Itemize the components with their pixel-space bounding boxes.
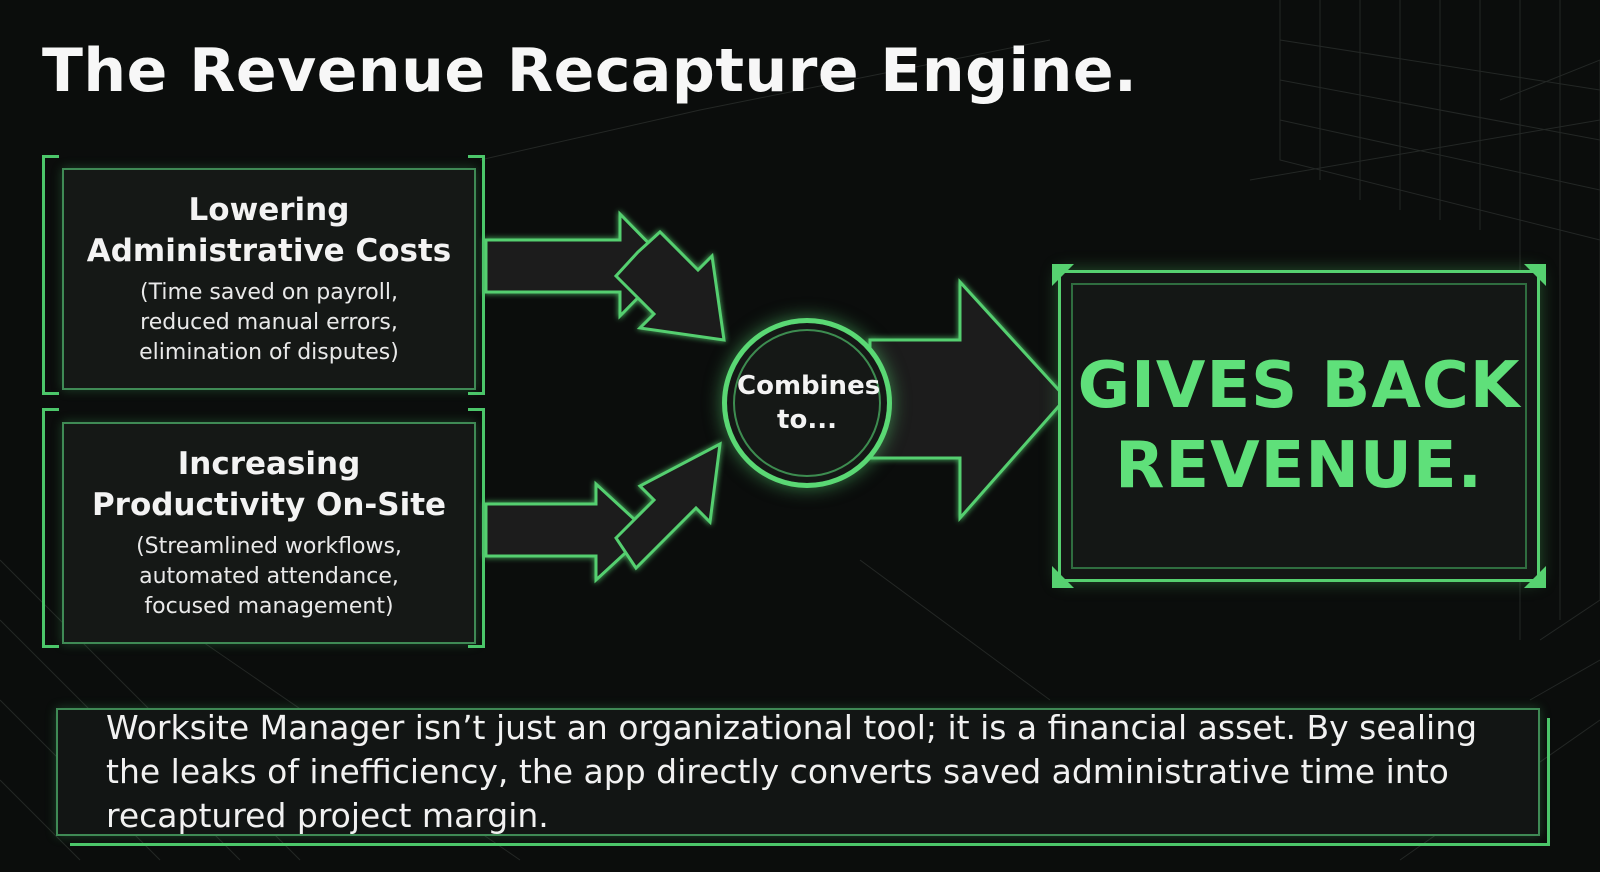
card-detail: (Time saved on payroll, reduced manual e…: [64, 278, 474, 368]
bracket-right-a: [468, 155, 485, 395]
result-label: GIVES BACK REVENUE.: [1078, 346, 1521, 506]
hub-label: Combines to...: [737, 369, 881, 437]
footer-accent-frame: [70, 718, 1550, 846]
heading-line: Increasing: [177, 446, 361, 482]
hub-line: Combines: [737, 371, 881, 401]
page-title: The Revenue Recapture Engine.: [42, 36, 1138, 106]
combine-hub: Combines to...: [722, 318, 892, 488]
card-heading: Lowering Administrative Costs: [64, 190, 474, 272]
heading-line: Lowering: [188, 192, 350, 228]
result-line: GIVES BACK: [1077, 349, 1521, 423]
summary-text: Worksite Manager isn’t just an organizat…: [106, 708, 1478, 835]
result-panel: GIVES BACK REVENUE.: [1058, 270, 1540, 582]
detail-line: (Streamlined workflows,: [136, 534, 402, 559]
detail-line: elimination of disputes): [139, 340, 399, 365]
bracket-right-b: [468, 408, 485, 648]
bracket-left-a: [42, 155, 59, 395]
arrow-main-icon: [868, 278, 1069, 522]
input-card-productivity: Increasing Productivity On-Site (Streaml…: [62, 422, 476, 644]
detail-line: (Time saved on payroll,: [140, 280, 398, 305]
result-line: REVENUE.: [1115, 429, 1483, 503]
bracket-left-b: [42, 408, 59, 648]
detail-line: automated attendance,: [139, 564, 399, 589]
arrow-bottom-diagonal-icon: [614, 441, 722, 571]
heading-line: Administrative Costs: [86, 233, 452, 269]
arrow-bottom-icon: [484, 480, 651, 584]
card-heading: Increasing Productivity On-Site: [64, 444, 474, 526]
detail-line: focused management): [144, 594, 394, 619]
hub-line: to...: [777, 405, 837, 435]
summary-footer: Worksite Manager isn’t just an organizat…: [56, 708, 1540, 836]
arrow-top-diagonal-icon: [613, 229, 726, 342]
detail-line: reduced manual errors,: [140, 310, 398, 335]
heading-line: Productivity On-Site: [91, 487, 447, 523]
card-detail: (Streamlined workflows, automated attend…: [64, 532, 474, 622]
input-card-admin-costs: Lowering Administrative Costs (Time save…: [62, 168, 476, 390]
